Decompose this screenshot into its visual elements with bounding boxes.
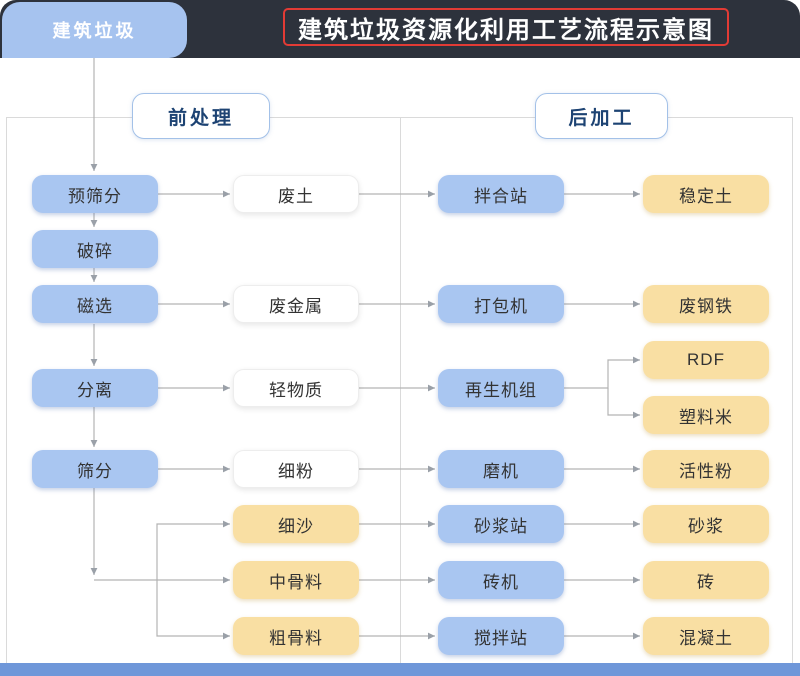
node-mixing-plant: 拌合站: [438, 175, 564, 213]
node-baler: 打包机: [438, 285, 564, 323]
node-recycling-unit: 再生机组: [438, 369, 564, 407]
node-waste-soil: 废土: [233, 175, 359, 213]
node-pre-screening: 预筛分: [32, 175, 158, 213]
node-mill: 磨机: [438, 450, 564, 488]
node-active-powder: 活性粉: [643, 450, 769, 488]
node-scrap-metal: 废金属: [233, 285, 359, 323]
footer-bar: [0, 663, 800, 676]
node-brick-machine: 砖机: [438, 561, 564, 599]
page-title: 建筑垃圾资源化利用工艺流程示意图: [298, 16, 714, 44]
title-frame: 建筑垃圾资源化利用工艺流程示意图: [283, 8, 729, 46]
source-tab-label: 建筑垃圾: [52, 21, 137, 41]
node-concrete: 混凝土: [643, 617, 769, 655]
node-stabilized-soil: 稳定土: [643, 175, 769, 213]
section-pill-pre: 前处理: [132, 93, 270, 139]
node-light-material: 轻物质: [233, 369, 359, 407]
node-mortar-station: 砂浆站: [438, 505, 564, 543]
section-pill-pre-label: 前处理: [167, 107, 234, 129]
node-fine-sand: 细沙: [233, 505, 359, 543]
section-pill-post: 后加工: [535, 93, 668, 139]
node-brick: 砖: [643, 561, 769, 599]
node-rdf: RDF: [643, 341, 769, 379]
source-tab: 建筑垃圾: [2, 2, 187, 58]
node-magnetic-separation: 磁选: [32, 285, 158, 323]
node-medium-aggregate: 中骨料: [233, 561, 359, 599]
node-mortar: 砂浆: [643, 505, 769, 543]
node-screening: 筛分: [32, 450, 158, 488]
section-pill-post-label: 后加工: [568, 107, 635, 129]
node-fine-powder: 细粉: [233, 450, 359, 488]
node-plastic-pellets: 塑料米: [643, 396, 769, 434]
section-divider: [400, 117, 401, 673]
node-concrete-station: 搅拌站: [438, 617, 564, 655]
node-separation: 分离: [32, 369, 158, 407]
node-scrap-steel: 废钢铁: [643, 285, 769, 323]
node-crushing: 破碎: [32, 230, 158, 268]
node-coarse-aggregate: 粗骨料: [233, 617, 359, 655]
